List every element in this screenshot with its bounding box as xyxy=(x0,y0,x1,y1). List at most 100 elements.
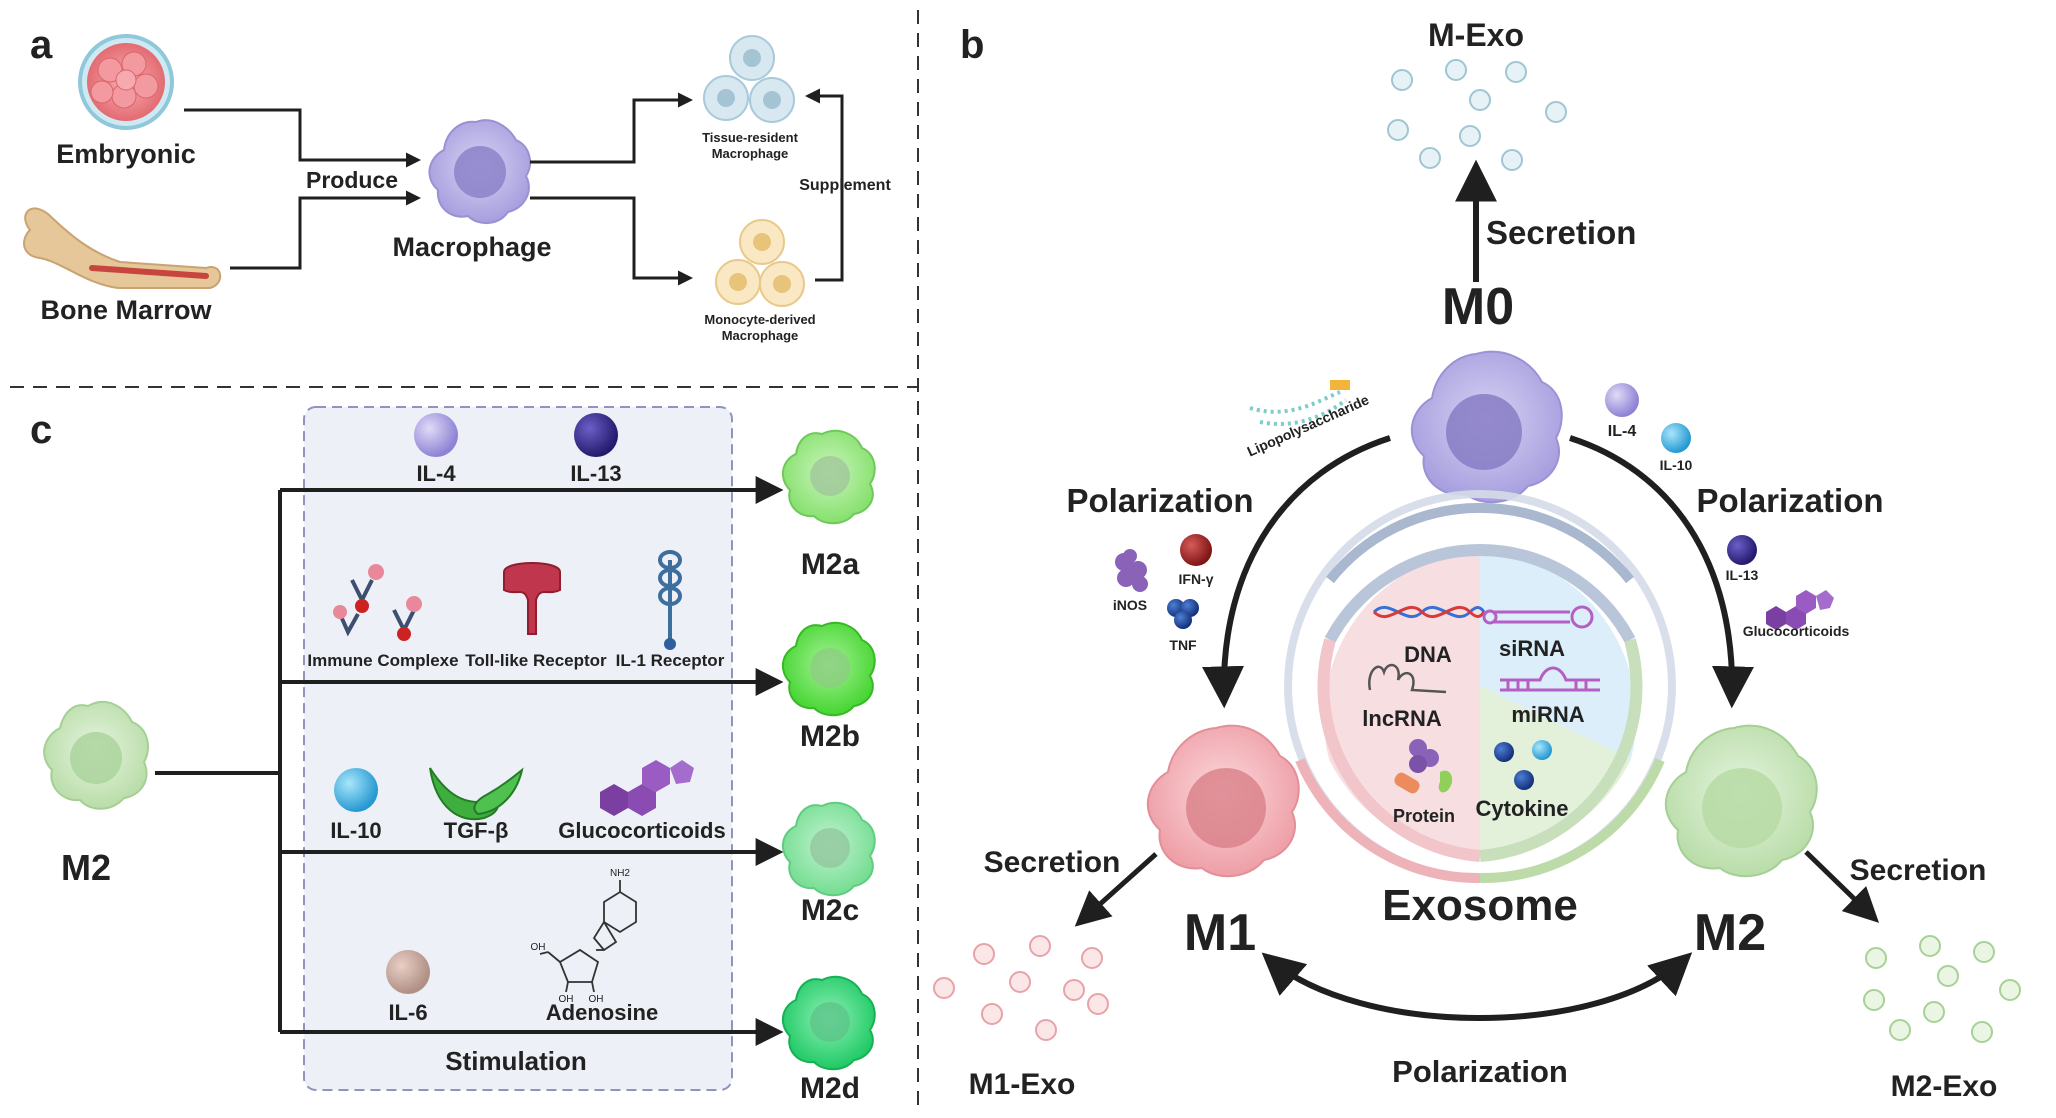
protein-icon xyxy=(1394,739,1453,794)
immune-complexe-label: Immune Complexe xyxy=(307,651,458,670)
exosome-label: Exosome xyxy=(1382,881,1578,930)
panel-b: M-Exo Secretion M0 Lipopolysaccharide IL… xyxy=(933,17,2021,1103)
m2b-cell-icon xyxy=(781,621,876,717)
nh2-label: NH2 xyxy=(610,868,630,879)
toll-like-receptor-label: Toll-like Receptor xyxy=(465,651,607,670)
tnf-icon xyxy=(1167,599,1199,629)
secretion-left-label: Secretion xyxy=(984,846,1121,879)
m1-exo-label: M1-Exo xyxy=(969,1068,1076,1101)
mirna-label: miRNA xyxy=(1511,702,1584,727)
oh-label-1: OH xyxy=(531,942,546,953)
tgf-beta-icon xyxy=(429,767,524,821)
monocyte-derived-label-1: Monocyte-derived xyxy=(704,312,815,327)
monocyte-derived-icon xyxy=(715,219,805,307)
m2b-label: M2b xyxy=(800,720,860,753)
produce-label: Produce xyxy=(306,167,398,193)
arrow-secretion-m1 xyxy=(1074,852,1158,927)
m1-label: M1 xyxy=(1184,904,1256,962)
cytokine-label: Cytokine xyxy=(1476,796,1569,821)
b-il4-label: IL-4 xyxy=(1608,423,1637,440)
ifn-sphere-icon xyxy=(1180,534,1212,566)
c-il4-label: IL-4 xyxy=(416,461,456,486)
secretion-right-label: Secretion xyxy=(1850,854,1987,887)
sirna-label: siRNA xyxy=(1499,636,1565,661)
b-il10-label: IL-10 xyxy=(1660,457,1693,473)
polarization-bottom-label: Polarization xyxy=(1392,1054,1568,1089)
arrow-supplement xyxy=(805,88,844,282)
polarization-left-label: Polarization xyxy=(1066,482,1253,519)
inos-icon xyxy=(1115,549,1148,592)
arrow-polarization-m1-m2 xyxy=(1261,952,1693,1021)
il1-receptor-icon xyxy=(658,550,683,650)
m0-label: M0 xyxy=(1442,278,1514,336)
tissue-resident-label-1: Tissue-resident xyxy=(702,130,799,145)
m-exo-vesicles xyxy=(1387,59,1567,171)
lps-label: Lipopolysaccharide xyxy=(1245,391,1372,459)
il10-sphere-icon xyxy=(334,768,378,812)
m2c-label: M2c xyxy=(801,894,859,927)
c-il13-label: IL-13 xyxy=(570,461,621,486)
m2a-label: M2a xyxy=(801,548,860,581)
arrow-to-monocyte-derived xyxy=(530,196,693,286)
arrow-polarization-m0-m2 xyxy=(1569,435,1754,709)
m0-cell-icon xyxy=(1410,350,1563,504)
bone-icon xyxy=(23,207,221,289)
arrow-to-tissue-resident xyxy=(530,92,693,164)
arrow-embryonic-to-macrophage xyxy=(184,108,421,168)
arrow-secretion-m2 xyxy=(1804,850,1880,923)
exosome-icon xyxy=(1284,490,1676,884)
m1-cell-icon xyxy=(1146,724,1300,878)
il6-sphere-icon xyxy=(386,950,430,994)
protein-label: Protein xyxy=(1393,806,1455,826)
m2-label-b: M2 xyxy=(1694,904,1766,962)
b-il13-sphere-icon xyxy=(1727,535,1757,565)
m2d-label: M2d xyxy=(800,1072,860,1105)
m2a-cell-icon xyxy=(781,429,876,525)
m2-cell-icon-b xyxy=(1664,724,1818,878)
toll-like-receptor-icon xyxy=(503,562,561,635)
mirna-icon xyxy=(1500,666,1600,692)
dna-label: DNA xyxy=(1404,642,1452,667)
embryonic-label: Embryonic xyxy=(56,139,196,169)
oh-label-2: OH xyxy=(559,994,574,1005)
panel-c: M2 IL-4 IL-13 Immune Complexe Toll-like … xyxy=(43,406,876,1105)
secretion-top-label: Secretion xyxy=(1486,214,1636,251)
panel-label-a: a xyxy=(30,23,53,67)
m2d-cell-icon xyxy=(781,975,876,1071)
supplement-label: Supplement xyxy=(799,177,891,194)
adenosine-structure-icon xyxy=(539,880,637,993)
tnf-label: TNF xyxy=(1169,637,1197,653)
sirna-icon xyxy=(1482,605,1594,629)
cytokine-icon xyxy=(1494,740,1552,790)
il1-receptor-label: IL-1 Receptor xyxy=(616,651,725,670)
immune-complex-icon xyxy=(333,564,422,641)
b-il4-sphere-icon xyxy=(1605,383,1639,417)
panel-a: Embryonic Bone Marrow Produce Macrophage… xyxy=(23,34,891,343)
macrophage-icon xyxy=(428,119,532,224)
c-il10-label: IL-10 xyxy=(330,818,381,843)
stimulation-box xyxy=(303,406,733,1091)
m2-cell-icon xyxy=(43,701,149,810)
panel-label-b: b xyxy=(960,23,984,67)
glucocorticoids-b-icon xyxy=(1766,590,1834,630)
glucocorticoids-c-icon xyxy=(600,760,694,816)
oh-label-3: OH xyxy=(589,994,604,1005)
lncrna-icon xyxy=(1368,663,1447,694)
stimulation-label: Stimulation xyxy=(445,1046,587,1076)
il4-sphere-icon xyxy=(414,413,458,457)
m2-exo-label: M2-Exo xyxy=(1891,1070,1998,1103)
arrow-bone-to-macrophage xyxy=(230,190,421,270)
polarization-right-label: Polarization xyxy=(1696,482,1883,519)
inos-label: iNOS xyxy=(1113,597,1147,613)
bone-marrow-label: Bone Marrow xyxy=(40,295,212,325)
m1-exo-vesicles xyxy=(933,935,1109,1041)
lipopolysaccharide-icon xyxy=(1249,380,1350,426)
panel-label-c: c xyxy=(30,408,52,452)
arrow-polarization-m0-m1 xyxy=(1202,435,1391,709)
lncrna-label: lncRNA xyxy=(1362,706,1442,731)
tissue-resident-icon xyxy=(703,35,795,123)
tissue-resident-label-2: Macrophage xyxy=(712,146,789,161)
b-glucocorticoids-label: Glucocorticoids xyxy=(1743,623,1850,639)
ifn-label: IFN-γ xyxy=(1179,571,1214,587)
macrophage-label: Macrophage xyxy=(392,232,551,262)
